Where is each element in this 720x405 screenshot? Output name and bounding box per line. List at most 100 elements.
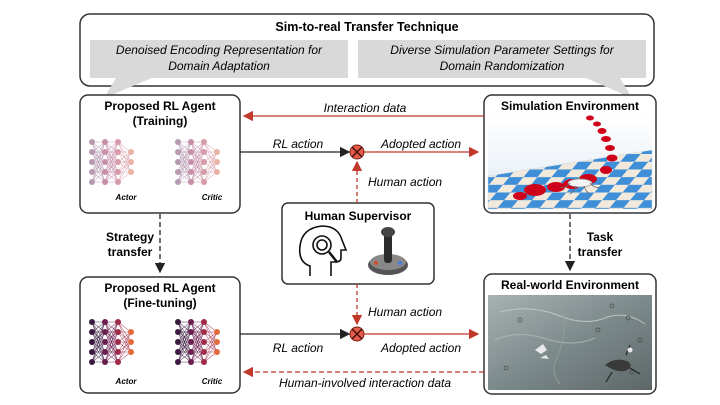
rl-action-top-label: RL action	[273, 137, 324, 151]
nn-node	[188, 319, 194, 325]
nn-edge	[177, 161, 192, 183]
nn-node	[128, 169, 134, 175]
human-involved-data-label: Human-involved interaction data	[279, 376, 451, 390]
nn-node	[188, 179, 194, 185]
nn-node	[188, 349, 194, 355]
nn-node	[115, 139, 121, 145]
nn-edge	[91, 341, 106, 363]
header-title: Sim-to-real Transfer Technique	[275, 20, 458, 34]
nn-node	[115, 329, 121, 335]
nn-edge	[117, 331, 132, 363]
nn-edge	[117, 151, 132, 173]
interaction-data-label: Interaction data	[324, 101, 407, 115]
nn-node	[188, 329, 194, 335]
nn-edge	[91, 331, 106, 363]
nn-node	[175, 339, 181, 345]
nn-node	[102, 149, 108, 155]
nn-edge	[91, 321, 106, 343]
nn-edge	[190, 151, 205, 183]
nn-edge	[91, 151, 106, 183]
actor-network-finetune	[89, 319, 134, 365]
training-actor-label: Actor	[115, 193, 138, 202]
nn-edge	[104, 331, 119, 363]
nn-node	[188, 169, 194, 175]
rl-action-bottom-label: RL action	[273, 341, 324, 355]
nn-node	[102, 139, 108, 145]
critic-network-finetune	[175, 319, 220, 365]
nn-edge	[177, 321, 192, 363]
joystick-icon	[368, 227, 408, 275]
left-callout-box	[90, 40, 348, 98]
human-supervisor-box: Human Supervisor	[281, 202, 435, 285]
nn-node	[89, 339, 95, 345]
nn-edge	[91, 321, 106, 363]
nn-node	[128, 159, 134, 165]
nn-edge	[104, 141, 119, 183]
nn-node	[214, 169, 220, 175]
adopted-action-top-label: Adopted action	[380, 137, 461, 151]
task-transfer-label-1: Task	[587, 230, 614, 244]
nn-node	[102, 349, 108, 355]
nn-node	[214, 349, 220, 355]
nn-node	[188, 359, 194, 365]
nn-node	[175, 149, 181, 155]
nn-edge	[91, 141, 106, 173]
nn-node	[201, 149, 207, 155]
right-callout-line1: Diverse Simulation Parameter Settings fo…	[390, 43, 614, 57]
nn-node	[201, 329, 207, 335]
nn-node	[89, 329, 95, 335]
training-agent-subtitle: (Training)	[133, 114, 188, 128]
nn-edge	[203, 161, 218, 183]
nn-edge	[104, 321, 119, 343]
simulation-environment-box: Simulation Environment	[483, 94, 657, 214]
nn-node	[115, 179, 121, 185]
nn-node	[102, 329, 108, 335]
nn-node	[201, 319, 207, 325]
nn-node	[175, 349, 181, 355]
nn-edge	[104, 151, 119, 183]
nn-node	[102, 159, 108, 165]
head-with-magnifier-icon	[298, 225, 348, 276]
nn-node	[175, 139, 181, 145]
nn-edge	[104, 161, 119, 183]
nn-node	[201, 179, 207, 185]
nn-edge	[117, 341, 132, 363]
nn-node	[115, 169, 121, 175]
nn-edge	[190, 331, 205, 363]
nn-node	[115, 319, 121, 325]
nn-node	[102, 339, 108, 345]
critic-network-training	[175, 139, 220, 185]
nn-edge	[203, 331, 218, 363]
nn-edge	[177, 321, 192, 343]
nn-node	[214, 149, 220, 155]
nn-node	[128, 339, 134, 345]
strategy-transfer-label-1: Strategy	[106, 230, 154, 244]
nn-node	[128, 329, 134, 335]
left-callout-line2: Domain Adaptation	[168, 59, 270, 73]
nn-node	[175, 169, 181, 175]
nn-node	[188, 149, 194, 155]
nn-node	[201, 359, 207, 365]
nn-node	[102, 179, 108, 185]
nn-node	[128, 349, 134, 355]
real-world-environment-title: Real-world Environment	[501, 278, 639, 292]
nn-node	[201, 349, 207, 355]
nn-edge	[177, 141, 192, 163]
nn-node	[175, 359, 181, 365]
nn-node	[201, 139, 207, 145]
nn-edge	[104, 141, 119, 163]
nn-edge	[117, 161, 132, 183]
nn-edge	[177, 341, 192, 363]
nn-node	[175, 179, 181, 185]
nn-node	[115, 149, 121, 155]
nn-edge	[177, 331, 192, 363]
right-callout-box	[358, 40, 646, 98]
finetune-actor-label: Actor	[115, 377, 138, 386]
finetune-agent-box: Proposed RL Agent (Fine-tuning) Actor Cr…	[79, 276, 241, 394]
human-action-bottom-label: Human action	[368, 305, 442, 319]
nn-edge	[104, 341, 119, 363]
nn-edge	[117, 151, 132, 183]
nn-node	[115, 159, 121, 165]
nn-node	[128, 149, 134, 155]
nn-edge	[190, 141, 205, 183]
